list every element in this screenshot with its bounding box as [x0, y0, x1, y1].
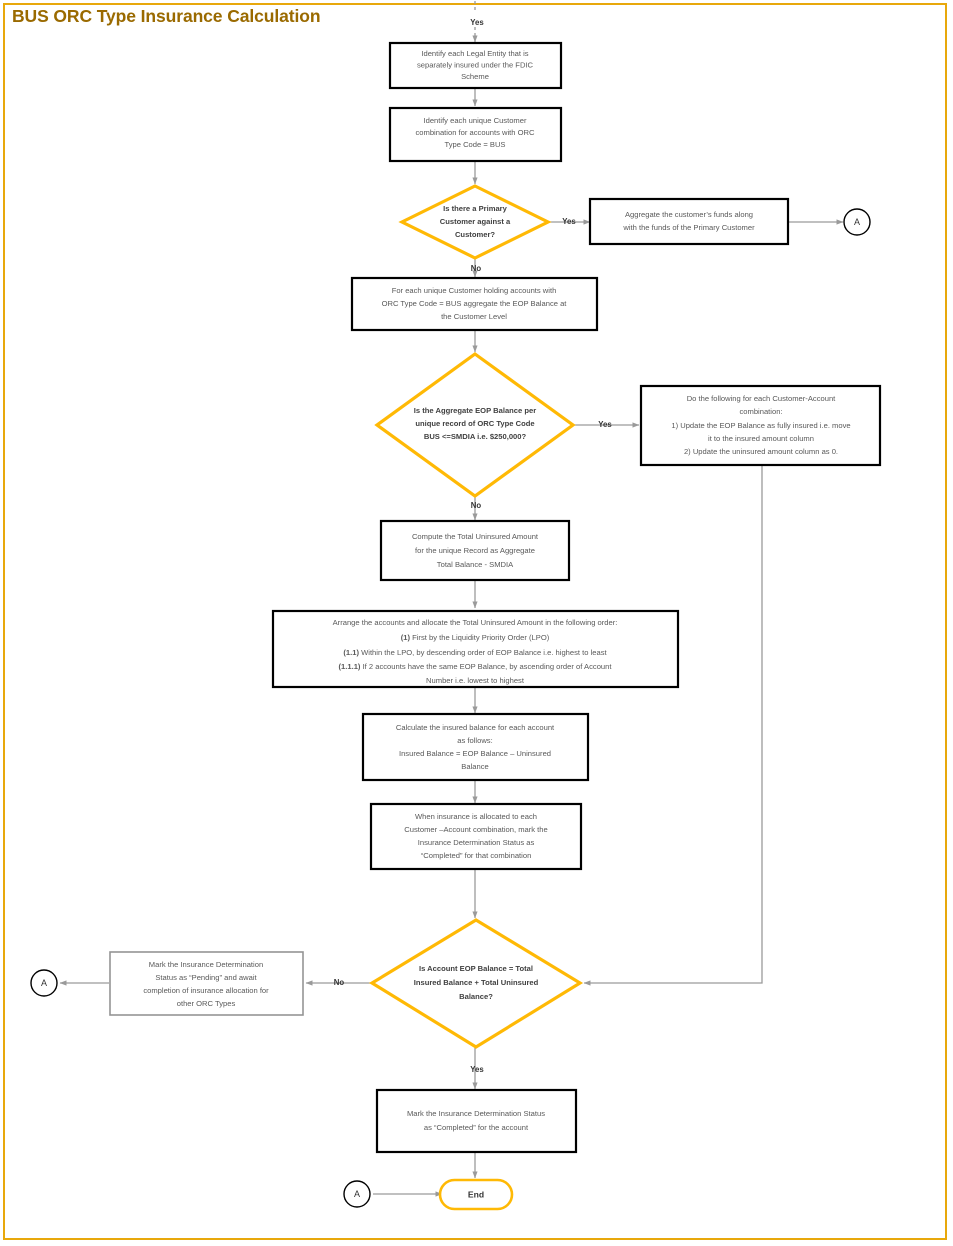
pending-line4: other ORC Types [177, 999, 236, 1008]
arrange-line1: Arrange the accounts and allocate the To… [333, 618, 618, 627]
pending-line3: completion of insurance allocation for [143, 986, 269, 995]
arrange-line4-text: If 2 accounts have the same EOP Balance,… [360, 662, 612, 671]
arrange-line3-text: Within the LPO, by descending order of E… [359, 648, 608, 657]
node-do-following-fully-insured[interactable]: Do the following for each Customer-Accou… [639, 384, 882, 467]
arrange-line2: (1) First by the Liquidity Priority Orde… [401, 633, 550, 642]
calculate-line3: Insured Balance = EOP Balance – Uninsure… [399, 749, 551, 758]
arrange-line4: (1.1.1) If 2 accounts have the same EOP … [339, 662, 613, 671]
arrange-line5: Number i.e. lowest to highest [426, 676, 525, 685]
markacct-line1: Mark the Insurance Determination Status [407, 1109, 545, 1118]
calculate-line4: Balance [461, 762, 488, 771]
arrange-line2-number: (1) [401, 633, 411, 642]
edge-label-decision1-yes: Yes [562, 217, 576, 226]
node-aggregate-eop-customer-level[interactable]: For each unique Customer holding account… [350, 276, 599, 332]
markacct-line2: as “Completed” for the account [424, 1123, 529, 1132]
connector-a-top-label: A [854, 217, 860, 227]
pending-line2: Status as “Pending” and await [155, 973, 257, 982]
compute-uninsured-line2: for the unique Record as Aggregate [415, 546, 535, 555]
aggregate-eop-line1: For each unique Customer holding account… [392, 286, 557, 295]
node-identify-legal-entity[interactable]: Identify each Legal Entity that is separ… [388, 41, 563, 90]
legal-entity-line2: separately insured under the FDIC [417, 61, 534, 70]
markcomb-line1: When insurance is allocated to each [415, 812, 537, 821]
edge-label-decision1-no: No [471, 264, 482, 273]
edge-label-entry-yes: Yes [470, 18, 484, 27]
connector-a-top-right[interactable]: A [843, 208, 871, 236]
end-label: End [468, 1189, 484, 1199]
connector-a-bottom-label: A [354, 1189, 360, 1199]
do-following-line5: 2) Update the uninsured amount column as… [684, 447, 838, 456]
decision1-line1: Is there a Primary [443, 204, 508, 213]
edge-label-decision3-no: No [334, 978, 345, 987]
node-compute-total-uninsured[interactable]: Compute the Total Uninsured Amount for t… [379, 519, 571, 582]
node-arrange-allocate-accounts[interactable]: Arrange the accounts and allocate the To… [271, 609, 680, 689]
decision3-line2: Insured Balance + Total Uninsured [414, 978, 539, 987]
decision2-line3: BUS <=SMDIA i.e. $250,000? [424, 432, 527, 441]
aggregate-eop-line3: the Customer Level [441, 312, 507, 321]
connector-lines [59, 1, 844, 1197]
legal-entity-line3: Scheme [461, 72, 489, 81]
pending-line1: Mark the Insurance Determination [149, 960, 263, 969]
node-identify-unique-customer[interactable]: Identify each unique Customer combinatio… [388, 106, 563, 163]
node-decision-balance-check[interactable]: Is Account EOP Balance = Total Insured B… [368, 918, 584, 1049]
connector-a-bottom[interactable]: A [343, 1180, 371, 1208]
connector-a-left-label: A [41, 978, 47, 988]
markcomb-line2: Customer –Account combination, mark the [404, 825, 548, 834]
node-mark-pending-status[interactable]: Mark the Insurance Determination Status … [109, 951, 304, 1016]
page-title: BUS ORC Type Insurance Calculation [12, 6, 321, 26]
node-mark-completed-combination[interactable]: When insurance is allocated to each Cust… [369, 802, 583, 871]
edge-dofollowing-to-decision3 [583, 466, 763, 986]
node-decision-primary-customer[interactable]: Is there a Primary Customer against a Cu… [398, 184, 552, 260]
node-aggregate-primary-funds[interactable]: Aggregate the customer’s funds along wit… [588, 197, 790, 246]
markcomb-line3: Insurance Determination Status as [418, 838, 535, 847]
do-following-line2: combination: [739, 407, 782, 416]
legal-entity-line1: Identify each Legal Entity that is [421, 49, 528, 58]
node-end-terminator[interactable]: End [438, 1178, 514, 1211]
decision2-line2: unique record of ORC Type Code [415, 419, 534, 428]
connector-a-left[interactable]: A [30, 969, 58, 997]
do-following-line4: it to the insured amount column [708, 434, 814, 443]
edge-label-decision2-yes: Yes [598, 420, 612, 429]
decision1-line3: Customer? [455, 230, 495, 239]
aggregate-funds-line2: with the funds of the Primary Customer [622, 223, 755, 232]
arrange-line2-text: First by the Liquidity Priority Order (L… [410, 633, 550, 642]
unique-customer-line3: Type Code = BUS [445, 140, 506, 149]
compute-uninsured-line1: Compute the Total Uninsured Amount [412, 532, 539, 541]
unique-customer-line1: Identify each unique Customer [424, 116, 527, 125]
node-mark-completed-account[interactable]: Mark the Insurance Determination Status … [375, 1088, 578, 1154]
compute-uninsured-line3: Total Balance - SMDIA [437, 560, 514, 569]
decision1-line2: Customer against a [440, 217, 511, 226]
calculate-line1: Calculate the insured balance for each a… [396, 723, 555, 732]
decision3-line3: Balance? [459, 992, 493, 1001]
arrange-line3-number: (1.1) [343, 648, 359, 657]
do-following-line3: 1) Update the EOP Balance as fully insur… [671, 421, 850, 430]
markcomb-line4: “Completed” for that combination [421, 851, 532, 860]
aggregate-eop-line2: ORC Type Code = BUS aggregate the EOP Ba… [382, 299, 568, 308]
arrange-line3: (1.1) Within the LPO, by descending orde… [343, 648, 607, 657]
edge-label-decision2-no: No [471, 501, 482, 510]
aggregate-funds-line1: Aggregate the customer’s funds along [625, 210, 753, 219]
do-following-line1: Do the following for each Customer-Accou… [687, 394, 836, 403]
node-calculate-insured-balance[interactable]: Calculate the insured balance for each a… [361, 712, 590, 782]
decision3-line1: Is Account EOP Balance = Total [419, 964, 533, 973]
calculate-line2: as follows: [457, 736, 492, 745]
edge-label-decision3-yes: Yes [470, 1065, 484, 1074]
unique-customer-line2: combination for accounts with ORC [415, 128, 535, 137]
node-decision-smdia-threshold[interactable]: Is the Aggregate EOP Balance per unique … [374, 352, 576, 498]
arrange-line4-number: (1.1.1) [339, 662, 361, 671]
decision2-line1: Is the Aggregate EOP Balance per [414, 406, 536, 415]
